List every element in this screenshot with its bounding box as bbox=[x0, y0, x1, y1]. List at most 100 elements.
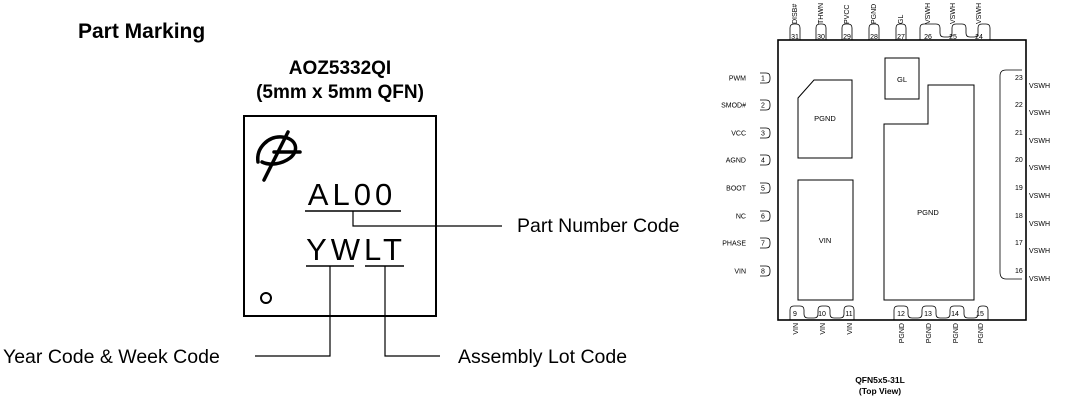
pin-number: 24 bbox=[975, 34, 983, 41]
pin-name: VSWH bbox=[976, 3, 983, 24]
pin-name: VSWH bbox=[1029, 110, 1050, 117]
part-marking-heading: Part Marking bbox=[78, 20, 205, 43]
pin-left-7 bbox=[760, 237, 771, 249]
pin-name: VSWH bbox=[1029, 83, 1050, 90]
pin-name: BOOT bbox=[726, 186, 747, 193]
pin-name: NC bbox=[736, 214, 746, 221]
pin-number: 22 bbox=[1015, 102, 1023, 109]
pin-left-5 bbox=[760, 182, 771, 194]
year-week-leader bbox=[255, 266, 331, 357]
pin-number: 26 bbox=[924, 34, 932, 41]
pad-gl bbox=[884, 57, 920, 100]
pin-number: 5 bbox=[761, 186, 765, 193]
pin-number: 3 bbox=[761, 131, 765, 138]
pin-number: 9 bbox=[793, 311, 797, 318]
pin-left-2 bbox=[760, 99, 771, 111]
pin-number: 25 bbox=[949, 34, 957, 41]
pin-number: 4 bbox=[761, 158, 765, 165]
part-number-code-label: Part Number Code bbox=[517, 215, 680, 237]
pin-number: 15 bbox=[976, 311, 984, 318]
pin-name: VIN bbox=[734, 269, 746, 276]
pin-bottom-pgnd-bus bbox=[893, 305, 989, 320]
pin-name: VCC bbox=[731, 131, 746, 138]
pin-number: 12 bbox=[897, 311, 905, 318]
package-caption: QFN5x5-31L bbox=[855, 375, 905, 385]
pad-pgnd-small bbox=[797, 79, 853, 159]
pin-number: 18 bbox=[1015, 213, 1023, 220]
pin-top-28 bbox=[868, 23, 880, 40]
pin-top-31 bbox=[789, 23, 801, 40]
lot-leader bbox=[384, 266, 440, 357]
marking-line-date-lot: YWLT bbox=[306, 232, 406, 267]
pin-top-vswh-bus bbox=[919, 23, 991, 40]
package-title: (5mm x 5mm QFN) bbox=[256, 82, 424, 103]
pad-pgnd-large-label: PGND bbox=[917, 208, 939, 217]
pin-top-29 bbox=[841, 23, 853, 40]
pin1-dot-icon bbox=[260, 292, 272, 304]
pin-name: VSWH bbox=[950, 3, 957, 24]
pin-right-bus bbox=[999, 69, 1022, 280]
pin-name: PHASE bbox=[722, 241, 746, 248]
pin-top-27 bbox=[895, 23, 907, 40]
pad-gl-label: GL bbox=[897, 75, 907, 84]
pad-pgnd-large bbox=[883, 84, 975, 301]
aos-logo-icon bbox=[256, 130, 302, 182]
pin-number: 13 bbox=[924, 311, 932, 318]
pin-left-3 bbox=[760, 127, 771, 139]
pin-name: VSWH bbox=[1029, 165, 1050, 172]
pad-vin-label: VIN bbox=[819, 236, 832, 245]
pin-name: PWM bbox=[729, 76, 746, 83]
pin-name: DISB# bbox=[792, 4, 799, 24]
pin-number: 17 bbox=[1015, 240, 1023, 247]
assembly-lot-code-label: Assembly Lot Code bbox=[458, 346, 627, 368]
pin-name: SMOD# bbox=[721, 103, 746, 110]
pin-number: 30 bbox=[817, 34, 825, 41]
pin-layer: 1PWM2SMOD#3VCC4AGND5BOOT6NC7PHASE8VIN23V… bbox=[721, 3, 1050, 343]
pad-vin bbox=[797, 179, 854, 301]
pin-name: GL bbox=[898, 15, 905, 24]
pin-number: 31 bbox=[791, 34, 799, 41]
pin-name: THWN bbox=[818, 3, 825, 24]
part-number-title: AOZ5332QI bbox=[289, 58, 391, 79]
pin-top-30 bbox=[815, 23, 827, 40]
pin-name: VSWH bbox=[1029, 276, 1050, 283]
pin-name: VSWH bbox=[1029, 193, 1050, 200]
pin-name: VIN bbox=[847, 323, 854, 335]
pin-number: 21 bbox=[1015, 130, 1023, 137]
pin-number: 6 bbox=[761, 214, 765, 221]
pin-name: PVCC bbox=[844, 5, 851, 24]
pin-name: VSWH bbox=[1029, 248, 1050, 255]
pin-left-4 bbox=[760, 154, 771, 166]
pin-left-6 bbox=[760, 210, 771, 222]
pin-number: 29 bbox=[843, 34, 851, 41]
pin-number: 19 bbox=[1015, 185, 1023, 192]
pin-number: 8 bbox=[761, 269, 765, 276]
chip-outline bbox=[243, 115, 437, 317]
pin-number: 10 bbox=[818, 311, 826, 318]
qfn-package-outline bbox=[777, 39, 1027, 321]
part-number-leader bbox=[352, 211, 502, 227]
pin-name: VSWH bbox=[1029, 221, 1050, 228]
view-caption: (Top View) bbox=[859, 386, 901, 396]
pad-pgnd-small-label: PGND bbox=[814, 114, 836, 123]
pin-left-1 bbox=[760, 72, 771, 84]
pin-number: 23 bbox=[1015, 75, 1023, 82]
pin-number: 7 bbox=[761, 241, 765, 248]
pin-number: 11 bbox=[845, 311, 852, 318]
pin-number: 16 bbox=[1015, 268, 1023, 275]
pin-name: VIN bbox=[793, 323, 800, 335]
pin-number: 14 bbox=[951, 311, 959, 318]
marking-line-part-code: AL00 bbox=[308, 177, 396, 212]
pin-number: 1 bbox=[761, 76, 765, 83]
pin-number: 20 bbox=[1015, 157, 1023, 164]
pin-bottom-vin-bus bbox=[789, 305, 855, 320]
pin-number: 2 bbox=[761, 103, 765, 110]
pin-name: PGND bbox=[978, 323, 985, 343]
pin-name: VIN bbox=[820, 323, 827, 335]
pin-name: AGND bbox=[726, 158, 746, 165]
pin-number: 27 bbox=[897, 34, 905, 41]
year-week-code-label: Year Code & Week Code bbox=[3, 346, 220, 368]
pin-name: VSWH bbox=[925, 3, 932, 24]
pin-left-8 bbox=[760, 265, 771, 277]
